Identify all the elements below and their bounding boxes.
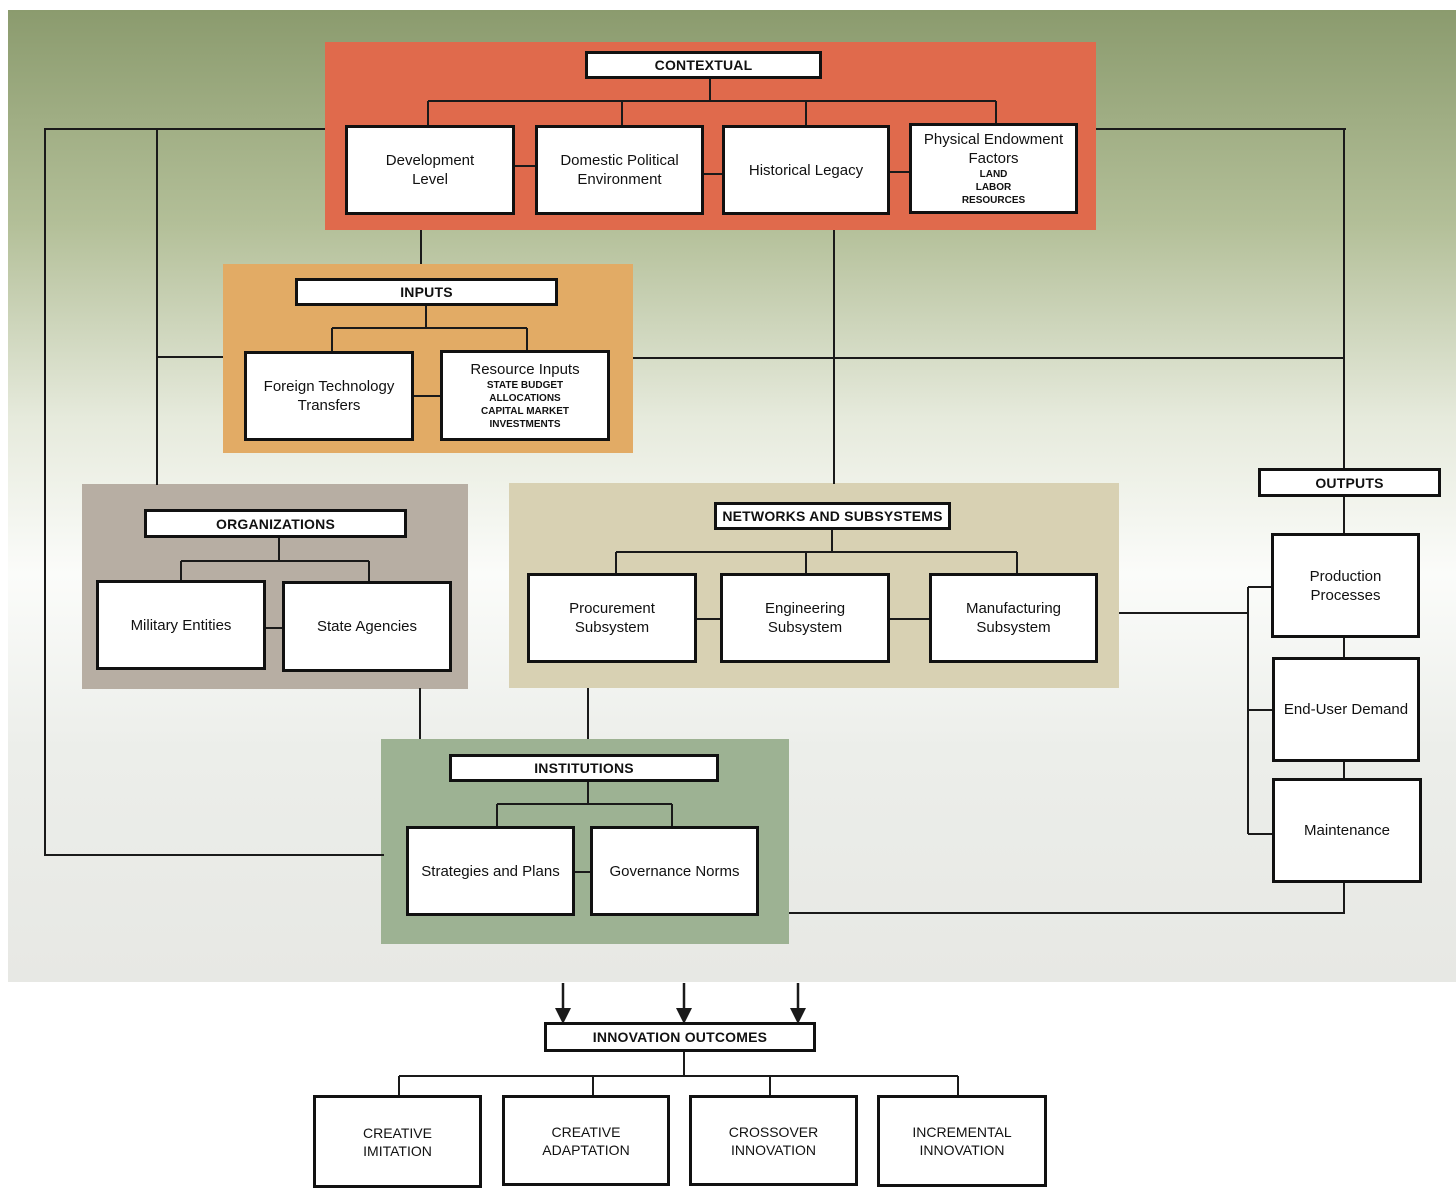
state-agencies-box: State Agencies	[282, 581, 452, 672]
military-entities-box: Military Entities	[96, 580, 266, 670]
physical-endowment-line2: Factors	[968, 150, 1019, 167]
incremental-innovation-box: INCREMENTAL INNOVATION	[877, 1095, 1047, 1187]
creative-imitation-box: CREATIVE IMITATION	[313, 1095, 482, 1188]
governance-norms-box: Governance Norms	[590, 826, 759, 916]
production-processes-line2: Processes	[1310, 586, 1381, 604]
maintenance-label: Maintenance	[1304, 822, 1390, 839]
domestic-political-line1: Domestic Political	[560, 152, 679, 169]
engineering-subsystem-box: Engineering Subsystem	[720, 573, 890, 663]
contextual-title: CONTEXTUAL	[585, 51, 822, 79]
historical-legacy-box: Historical Legacy	[722, 125, 890, 215]
crossover-innovation-box: CROSSOVER INNOVATION	[689, 1095, 858, 1186]
institutions-title: INSTITUTIONS	[449, 754, 719, 782]
organizations-title: ORGANIZATIONS	[144, 509, 407, 538]
strategies-plans-box: Strategies and Plans	[406, 826, 575, 916]
crossover-innovation-line2: INNOVATION	[730, 1141, 817, 1158]
manufacturing-subsystem-line1: Manufacturing	[965, 600, 1062, 617]
creative-imitation-line2: IMITATION	[363, 1142, 432, 1159]
procurement-subsystem-line1: Procurement	[569, 600, 655, 617]
resource-inputs-item: CAPITAL MARKET	[481, 406, 569, 417]
foreign-technology-box: Foreign Technology Transfers	[244, 351, 414, 441]
military-entities-label: Military Entities	[130, 616, 232, 634]
procurement-subsystem-line2: Subsystem	[574, 619, 650, 636]
domestic-political-box: Domestic Political Environment	[535, 125, 704, 215]
incremental-innovation-line2: INNOVATION	[919, 1142, 1005, 1158]
physical-endowment-box: Physical Endowment Factors LAND LABOR RE…	[909, 123, 1078, 214]
foreign-technology-line2: Transfers	[297, 397, 361, 414]
domestic-political-line2: Environment	[577, 171, 662, 188]
physical-endowment-item: RESOURCES	[961, 195, 1026, 206]
creative-adaptation-box: CREATIVE ADAPTATION	[502, 1095, 670, 1186]
resource-inputs-item: STATE BUDGET	[486, 380, 564, 391]
historical-legacy-label: Historical Legacy	[748, 161, 864, 179]
manufacturing-subsystem-line2: Subsystem	[976, 619, 1051, 636]
incremental-innovation-line1: INCREMENTAL	[912, 1124, 1012, 1140]
maintenance-box: Maintenance	[1272, 778, 1422, 883]
governance-norms-label: Governance Norms	[609, 862, 740, 880]
resource-inputs-box: Resource Inputs STATE BUDGET ALLOCATIONS…	[440, 350, 610, 441]
foreign-technology-line1: Foreign Technology	[263, 378, 395, 395]
outputs-title: OUTPUTS	[1258, 468, 1441, 497]
innovation-outcomes-title: INNOVATION OUTCOMES	[544, 1022, 816, 1052]
engineering-subsystem-line1: Engineering	[764, 600, 846, 617]
end-user-demand-box: End-User Demand	[1272, 657, 1420, 762]
strategies-plans-label: Strategies and Plans	[421, 862, 560, 880]
end-user-demand-label: End-User Demand	[1283, 701, 1409, 718]
resource-inputs-item: ALLOCATIONS	[489, 393, 561, 404]
development-level-box: Development Level	[345, 125, 515, 215]
development-level-line1: Development	[385, 152, 475, 169]
creative-adaptation-line2: ADAPTATION	[542, 1141, 630, 1158]
production-processes-line1: Production	[1309, 567, 1382, 585]
networks-title: NETWORKS AND SUBSYSTEMS	[714, 502, 951, 530]
state-agencies-label: State Agencies	[316, 618, 418, 635]
physical-endowment-item: LAND	[979, 169, 1008, 180]
procurement-subsystem-box: Procurement Subsystem	[527, 573, 697, 663]
crossover-innovation-line1: CROSSOVER	[728, 1123, 819, 1140]
physical-endowment-line1: Physical Endowment	[923, 131, 1064, 148]
creative-imitation-line1: CREATIVE	[363, 1124, 432, 1141]
production-processes-box: Production Processes	[1271, 533, 1420, 638]
physical-endowment-item: LABOR	[975, 182, 1012, 193]
manufacturing-subsystem-box: Manufacturing Subsystem	[929, 573, 1098, 663]
creative-adaptation-line1: CREATIVE	[551, 1123, 621, 1140]
resource-inputs-item: INVESTMENTS	[489, 419, 561, 430]
inputs-title: INPUTS	[295, 278, 558, 306]
resource-inputs-label: Resource Inputs	[470, 361, 580, 378]
engineering-subsystem-line2: Subsystem	[767, 619, 843, 636]
development-level-line2: Level	[412, 171, 448, 188]
